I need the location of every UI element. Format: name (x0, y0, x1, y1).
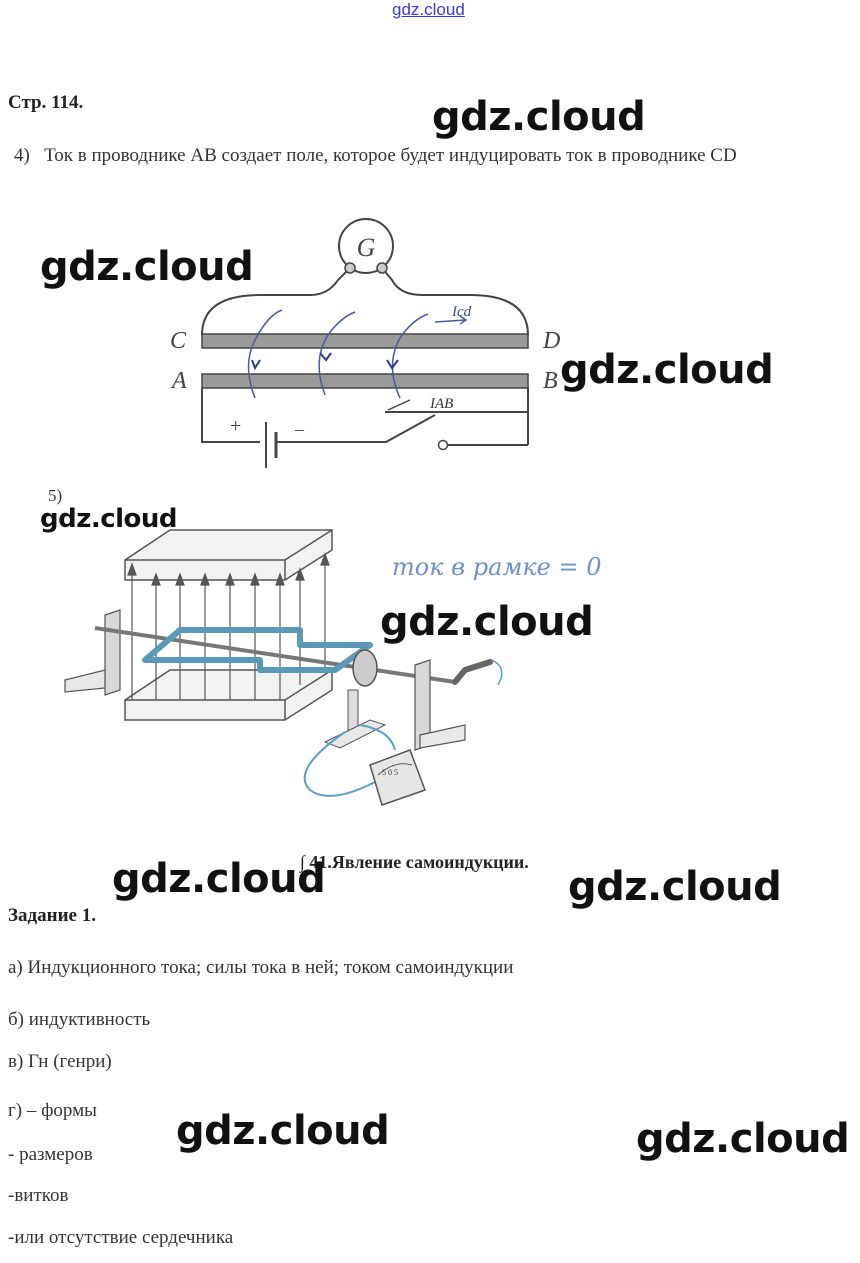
rotating-frame (142, 627, 373, 673)
task-title: Задание 1. (8, 905, 96, 926)
field-line-1 (247, 309, 283, 399)
answer-g-turns: -витков (8, 1185, 69, 1206)
current-ab-label: IAB (429, 396, 453, 412)
field-line-2 (318, 311, 356, 396)
meter-body (369, 749, 426, 806)
handwritten-note: ток в рамке = 0 (392, 553, 602, 581)
conductor-cd (201, 333, 529, 349)
battery-minus: – (294, 419, 305, 439)
watermark-5: gdz.cloud (380, 599, 594, 645)
wire-meter-1 (303, 731, 376, 797)
current-cd-arrow (434, 319, 466, 323)
brush-stand (347, 689, 359, 731)
answer-g-core: -или отсутствие сердечника (8, 1227, 234, 1248)
conductor-ab (201, 373, 529, 389)
answer-g-sizes: - размеров (8, 1144, 93, 1165)
watermark-2: gdz.cloud (40, 244, 254, 290)
figure-conductors-ab-cd: G Icd + – IAB (201, 218, 529, 468)
answer-a: а) Индукционного тока; силы тока в ней; … (8, 957, 514, 978)
label-b: B (543, 368, 558, 394)
label-d: D (543, 328, 561, 354)
field-arrow-1 (251, 359, 261, 371)
watermark-3: gdz.cloud (560, 347, 774, 393)
section-title: ∫ 41.Явление самоиндукции. (300, 852, 529, 872)
field-line-3 (391, 313, 429, 399)
galvanometer-label: G (357, 233, 376, 262)
answer-b: б) индуктивность (8, 1009, 151, 1030)
watermark-8: gdz.cloud (176, 1108, 390, 1154)
watermark-7: gdz.cloud (568, 864, 782, 910)
switch-wire (276, 414, 436, 443)
page-reference: Стр. 114. (8, 92, 84, 113)
crank-handle (452, 659, 493, 685)
wire-meter-2 (359, 724, 396, 751)
answer-v: в) Гн (генри) (8, 1051, 112, 1072)
watermark-1: gdz.cloud (432, 94, 646, 140)
item-5-number: 5) (48, 486, 63, 505)
field-arrow-2 (319, 352, 332, 362)
stand-right-base (419, 724, 466, 749)
circuit-left (201, 388, 260, 443)
label-c: C (170, 328, 187, 354)
stand-left-base (64, 669, 106, 693)
galvanometer (338, 218, 394, 274)
item-4: 4) Ток в проводнике АВ создает поле, кот… (14, 145, 737, 167)
slip-ring (352, 649, 378, 687)
battery-plus: + (230, 415, 241, 437)
magnet-plate-top-edge2 (284, 529, 333, 561)
watermark-4: gdz.cloud (40, 504, 178, 534)
terminal-left (344, 262, 356, 274)
switch-contact (437, 439, 449, 451)
item-4-text: Ток в проводнике АВ создает поле, которо… (44, 145, 737, 166)
wire-cd-right (381, 267, 529, 336)
label-a: A (172, 368, 187, 394)
wire-cd-left (201, 267, 351, 336)
current-cd-arrowhead (459, 315, 468, 325)
current-ab-arrow (387, 399, 411, 411)
meter-dial (377, 763, 413, 776)
figure-rotating-frame: 5 0 5 (64, 529, 503, 806)
terminal-right (376, 262, 388, 274)
axle (94, 626, 456, 684)
site-link[interactable]: gdz.cloud (392, 0, 465, 19)
magnet-plate-bottom-edge2 (284, 669, 333, 701)
watermark-9: gdz.cloud (636, 1116, 850, 1162)
magnet-plate-top (124, 529, 333, 581)
answer-g: г) – формы (8, 1100, 97, 1121)
rotation-arrow (491, 659, 503, 686)
circuit-right-top (385, 388, 529, 413)
item-4-number: 4) (14, 145, 30, 166)
watermark-6: gdz.cloud (112, 856, 326, 902)
current-cd-label: Icd (451, 304, 472, 320)
meter-scale: 5 0 5 (382, 768, 398, 777)
stand-left (104, 609, 121, 696)
field-arrow-3 (386, 359, 399, 370)
